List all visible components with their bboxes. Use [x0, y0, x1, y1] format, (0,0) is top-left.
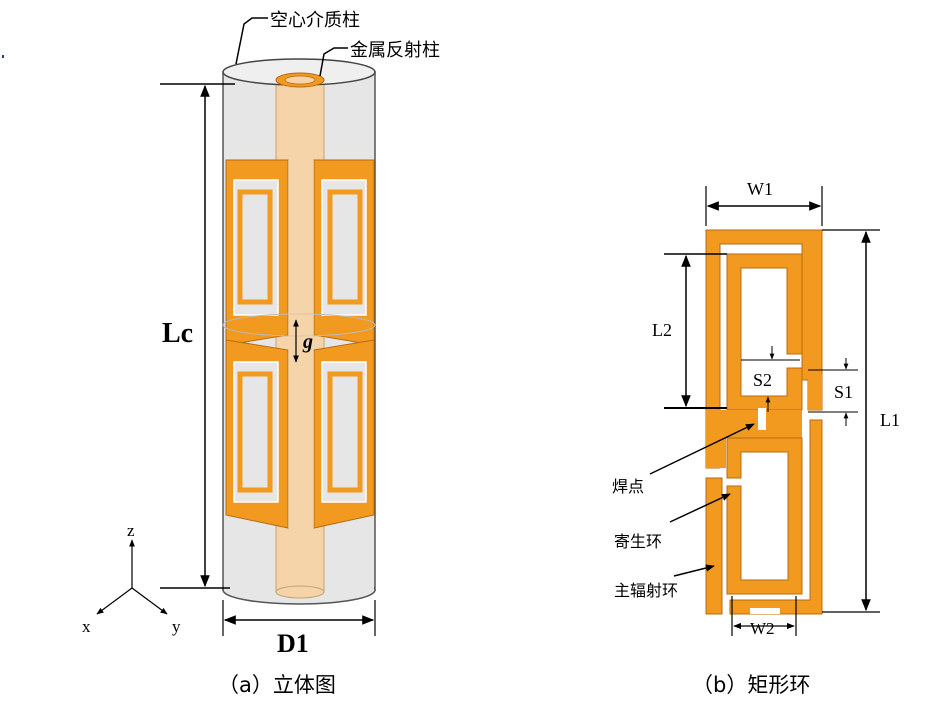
- g-label: g: [302, 331, 313, 353]
- w2-label: W2: [750, 619, 775, 638]
- right-upper-ring: [313, 159, 375, 346]
- l2-label: L2: [652, 320, 672, 340]
- caption-b: （b）矩形环: [692, 673, 810, 697]
- figure-a-3d-view: g Lc D1 空心介质柱 金属反射柱 z x y （a）立体图: [82, 10, 440, 697]
- lc-label: Lc: [162, 318, 193, 349]
- w1-label: W1: [747, 179, 773, 199]
- axis-y-label: y: [172, 617, 181, 636]
- left-lower-ring: [225, 339, 289, 529]
- s2-label: S2: [753, 370, 772, 390]
- parasitic-label: 寄生环: [614, 532, 662, 551]
- edge-mark: [2, 55, 4, 58]
- axis-x-label: x: [82, 617, 91, 636]
- d1-label: D1: [277, 629, 309, 658]
- main-ring-leader: [673, 564, 715, 577]
- s1-label: S1: [834, 382, 853, 402]
- left-upper-ring: [225, 159, 289, 346]
- metal-column-label: 金属反射柱: [350, 40, 440, 61]
- hollow-column-leader: [235, 17, 268, 65]
- l1-label: L1: [880, 410, 900, 430]
- parasitic-leader: [669, 493, 731, 523]
- rod-bottom: [275, 585, 325, 599]
- figure-b-rectangular-ring: W1 L1 L2 S2 S1 W2 焊点 寄生环 主辐射环: [612, 179, 900, 697]
- weld-leader: [649, 423, 755, 475]
- upper-ring-element: [705, 229, 823, 469]
- weld-label: 焊点: [612, 477, 644, 496]
- caption-a: （a）立体图: [218, 673, 336, 697]
- hollow-column-label: 空心介质柱: [270, 10, 360, 31]
- coordinate-axes: z x y: [82, 521, 181, 636]
- main-ring-label: 主辐射环: [614, 581, 678, 600]
- right-lower-ring: [313, 339, 375, 529]
- metal-column-leader: [319, 47, 348, 77]
- lower-ring-element: [705, 419, 823, 615]
- axis-z-label: z: [127, 521, 135, 540]
